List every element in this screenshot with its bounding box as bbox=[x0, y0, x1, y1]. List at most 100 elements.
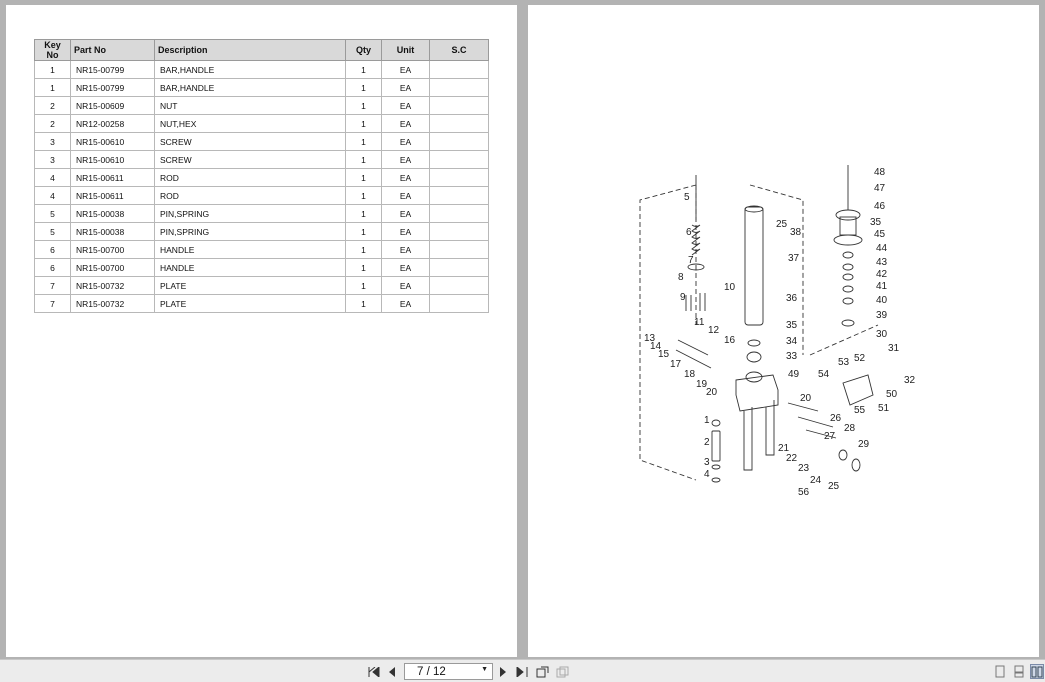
cell-key: 5 bbox=[34, 222, 71, 241]
callout-number: 51 bbox=[878, 403, 890, 414]
callout-number: 37 bbox=[788, 253, 800, 264]
cell-key: 6 bbox=[34, 258, 71, 277]
cell-key: 4 bbox=[34, 186, 71, 205]
cell-qty: 1 bbox=[345, 168, 382, 187]
callout-number: 45 bbox=[874, 229, 886, 240]
cell-desc: NUT,HEX bbox=[154, 114, 346, 133]
cell-desc: BAR,HANDLE bbox=[154, 60, 346, 79]
callout-number: 13 bbox=[644, 333, 656, 344]
callout-number: 42 bbox=[876, 269, 888, 280]
cell-unit: EA bbox=[381, 150, 430, 169]
callout-number: 22 bbox=[786, 453, 798, 464]
cell-part: NR15-00700 bbox=[70, 240, 155, 259]
exploded-parts-diagram: 1234567891011121314151617181920202122232… bbox=[639, 165, 916, 498]
callout-number: 48 bbox=[874, 167, 886, 178]
cell-qty: 1 bbox=[345, 294, 382, 313]
cell-qty: 1 bbox=[345, 114, 382, 133]
header-part-no: Part No bbox=[70, 39, 155, 61]
callout-number: 28 bbox=[844, 423, 856, 434]
callout-number: 32 bbox=[904, 375, 916, 386]
cell-unit: EA bbox=[381, 276, 430, 295]
callout-number: 20 bbox=[800, 393, 812, 404]
callout-number: 3 bbox=[704, 457, 710, 468]
cell-desc: NUT bbox=[154, 96, 346, 115]
cell-qty: 1 bbox=[345, 150, 382, 169]
compare-icon[interactable] bbox=[555, 664, 570, 679]
callout-number: 11 bbox=[694, 317, 705, 328]
single-page-icon[interactable] bbox=[993, 664, 1006, 679]
cell-part: NR15-00732 bbox=[70, 276, 155, 295]
diagram-callouts: 1234567891011121314151617181920202122232… bbox=[644, 167, 916, 498]
callout-number: 56 bbox=[798, 487, 810, 498]
cell-part: NR15-00038 bbox=[70, 222, 155, 241]
callout-number: 7 bbox=[688, 255, 694, 266]
callout-number: 44 bbox=[876, 243, 888, 254]
cell-sc bbox=[429, 204, 489, 223]
callout-number: 52 bbox=[854, 353, 866, 364]
callout-number: 49 bbox=[788, 369, 800, 380]
callout-number: 36 bbox=[786, 293, 798, 304]
callout-number: 29 bbox=[858, 439, 870, 450]
cell-sc bbox=[429, 96, 489, 115]
prev-page-icon[interactable] bbox=[386, 664, 398, 679]
cell-sc bbox=[429, 78, 489, 97]
cell-desc: PIN,SPRING bbox=[154, 204, 346, 223]
header-sc: S.C bbox=[429, 39, 489, 61]
callout-number: 4 bbox=[704, 469, 710, 480]
cell-qty: 1 bbox=[345, 60, 382, 79]
callout-number: 33 bbox=[786, 351, 798, 362]
callout-number: 2 bbox=[704, 437, 710, 448]
cell-qty: 1 bbox=[345, 240, 382, 259]
cell-qty: 1 bbox=[345, 222, 382, 241]
parts-table: Key No Part No Description Qty Unit S.C … bbox=[34, 39, 489, 313]
cell-key: 3 bbox=[34, 150, 71, 169]
callout-number: 15 bbox=[658, 349, 670, 360]
callout-number: 21 bbox=[778, 443, 790, 454]
pdf-page-left: Key No Part No Description Qty Unit S.C … bbox=[6, 5, 517, 657]
next-page-icon[interactable] bbox=[497, 664, 509, 679]
callout-number: 39 bbox=[876, 310, 888, 321]
callout-number: 55 bbox=[854, 405, 866, 416]
first-page-icon[interactable] bbox=[367, 664, 381, 679]
cell-sc bbox=[429, 186, 489, 205]
cell-part: NR15-00609 bbox=[70, 96, 155, 115]
last-page-icon[interactable] bbox=[515, 664, 529, 679]
cell-unit: EA bbox=[381, 114, 430, 133]
callout-number: 9 bbox=[680, 292, 686, 303]
callout-number: 35 bbox=[786, 320, 798, 331]
callout-number: 20 bbox=[706, 387, 718, 398]
callout-number: 35 bbox=[870, 217, 882, 228]
cell-unit: EA bbox=[381, 186, 430, 205]
cell-unit: EA bbox=[381, 60, 430, 79]
cell-unit: EA bbox=[381, 294, 430, 313]
cell-desc: PLATE bbox=[154, 294, 346, 313]
two-page-icon[interactable] bbox=[1030, 664, 1044, 679]
continuous-page-icon[interactable] bbox=[1012, 664, 1025, 679]
page-indicator: 7 / 12 bbox=[417, 665, 446, 678]
callout-number: 5 bbox=[684, 192, 690, 203]
cell-desc: BAR,HANDLE bbox=[154, 78, 346, 97]
cell-unit: EA bbox=[381, 204, 430, 223]
cell-part: NR15-00038 bbox=[70, 204, 155, 223]
page-number-select[interactable]: 7 / 12 ▼ bbox=[404, 663, 493, 680]
rotate-icon[interactable] bbox=[535, 664, 550, 679]
cell-desc: HANDLE bbox=[154, 240, 346, 259]
cell-desc: PIN,SPRING bbox=[154, 222, 346, 241]
cell-part: NR15-00610 bbox=[70, 150, 155, 169]
chevron-down-icon: ▼ bbox=[481, 666, 488, 673]
callout-number: 34 bbox=[786, 336, 798, 347]
callout-number: 12 bbox=[708, 325, 720, 336]
